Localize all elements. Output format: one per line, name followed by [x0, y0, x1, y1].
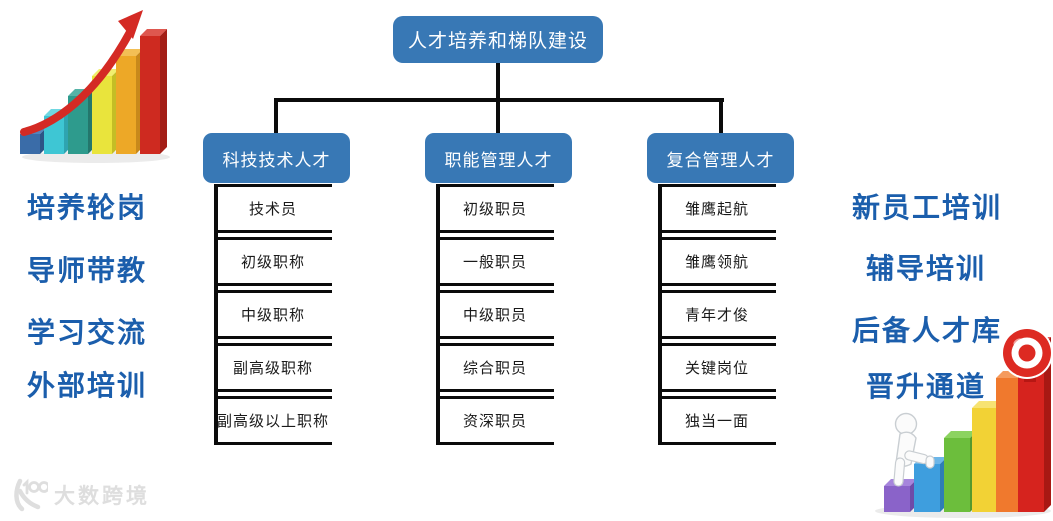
list-item: 中级职称 — [214, 290, 332, 339]
list-item: 中级职员 — [436, 290, 554, 339]
list-item: 副高级以上职称 — [214, 396, 332, 445]
list-item: 一般职员 — [436, 237, 554, 286]
branch-node-label: 复合管理人才 — [666, 150, 775, 170]
right-method-label: 新员工培训 — [852, 192, 1003, 223]
branch-node-tech: 科技技术人才 — [203, 133, 350, 183]
root-node-label: 人才培养和梯队建设 — [407, 31, 588, 52]
list-item: 资深职员 — [436, 396, 554, 445]
right-method-label: 后备人才库 — [852, 315, 1003, 346]
branch-node-functional: 职能管理人才 — [425, 133, 572, 183]
watermark-logo-icon — [14, 478, 48, 512]
right-method-label: 晋升通道 — [866, 371, 987, 402]
list-item: 副高级职称 — [214, 343, 332, 392]
list-item: 雏鹰领航 — [658, 237, 776, 286]
branch-node-label: 职能管理人才 — [444, 150, 553, 170]
target-icon — [1001, 327, 1053, 382]
list-item: 雏鹰起航 — [658, 184, 776, 233]
list-item: 初级职称 — [214, 237, 332, 286]
level-list-composite: 雏鹰起航 雏鹰领航 青年才俊 关键岗位 独当一面 — [658, 184, 776, 445]
level-list-tech: 技术员 初级职称 中级职称 副高级职称 副高级以上职称 — [214, 184, 332, 445]
root-node: 人才培养和梯队建设 — [393, 16, 603, 63]
left-method-label: 学习交流 — [27, 317, 148, 348]
level-list-functional: 初级职员 一般职员 中级职员 综合职员 资深职员 — [436, 184, 554, 445]
right-method-label: 辅导培训 — [866, 253, 987, 284]
connector-line — [496, 62, 500, 100]
climbing-person-icon — [893, 412, 935, 487]
branch-node-label: 科技技术人才 — [222, 150, 331, 170]
left-method-label: 导师带教 — [27, 255, 148, 286]
list-item: 初级职员 — [436, 184, 554, 233]
watermark: 大数跨境 — [10, 477, 150, 513]
connector-line — [274, 98, 278, 135]
list-item: 青年才俊 — [658, 290, 776, 339]
list-item: 独当一面 — [658, 396, 776, 445]
growth-arrow-icon — [20, 28, 134, 136]
growth-bar-chart-icon — [20, 10, 170, 163]
watermark-text: 大数跨境 — [54, 485, 150, 508]
list-item: 技术员 — [214, 184, 332, 233]
left-method-label: 培养轮岗 — [27, 192, 148, 223]
list-item: 关键岗位 — [658, 343, 776, 392]
branch-node-composite: 复合管理人才 — [647, 133, 794, 183]
left-method-label: 外部培训 — [27, 370, 148, 401]
connector-line — [496, 98, 500, 135]
connector-line — [719, 98, 723, 135]
list-item: 综合职员 — [436, 343, 554, 392]
promotion-stairs-icon — [875, 327, 1053, 518]
